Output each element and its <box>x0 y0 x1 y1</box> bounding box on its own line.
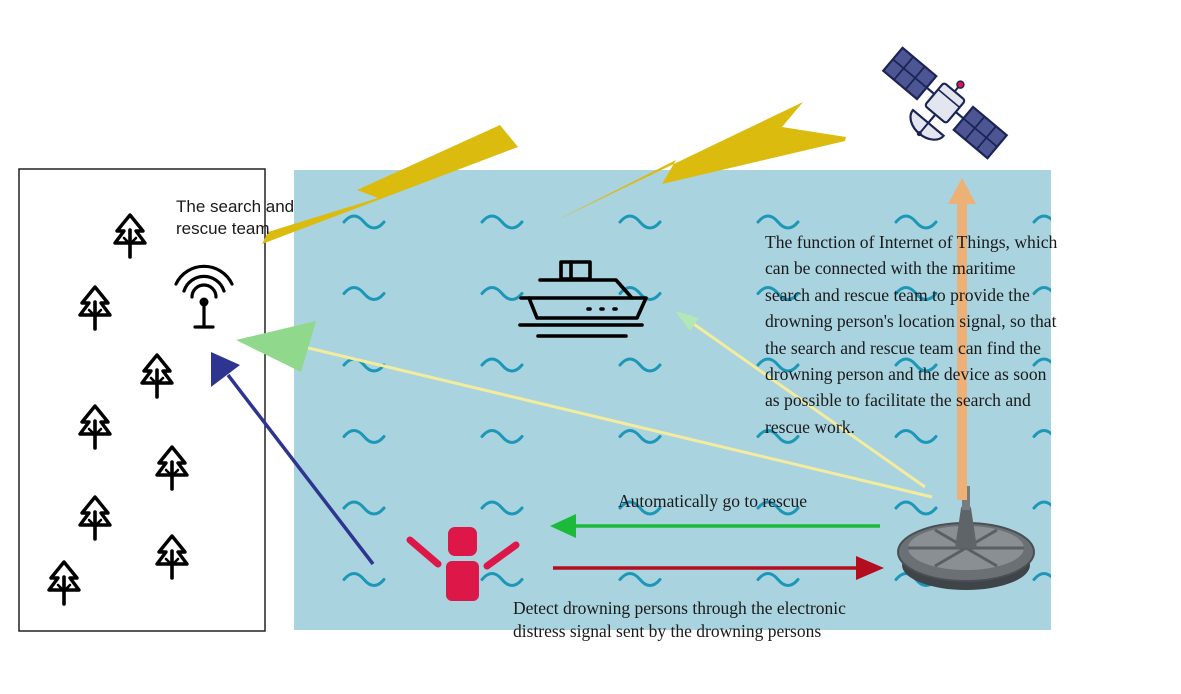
lightning-bolt-right <box>553 102 846 222</box>
detect-signal-label: Detect drowning persons through the elec… <box>513 598 846 641</box>
lightning-bolt-left <box>262 125 518 244</box>
arrow-orange-to-satellite <box>948 178 976 500</box>
satellite-icon <box>881 46 1009 160</box>
rescue-team-label: The search and rescue team <box>176 197 295 239</box>
arrow-yellow-to-team <box>299 344 933 499</box>
rescue-buoy-icon <box>897 486 1035 590</box>
arrow-navy-to-team <box>211 352 375 566</box>
arrow-yellow-to-ship <box>675 311 926 489</box>
arrow-light-green-to-team <box>236 321 316 372</box>
arrow-red-detect <box>553 556 884 580</box>
drowning-person-icon <box>406 527 520 601</box>
antenna-icon <box>174 264 234 329</box>
arrow-green-rescue <box>550 514 880 538</box>
iot-function-description: The function of Internet of Things, whic… <box>765 232 1058 437</box>
auto-rescue-label: Automatically go to rescue <box>618 491 808 511</box>
ship-icon <box>518 260 648 338</box>
rescue-team-area <box>18 168 266 632</box>
